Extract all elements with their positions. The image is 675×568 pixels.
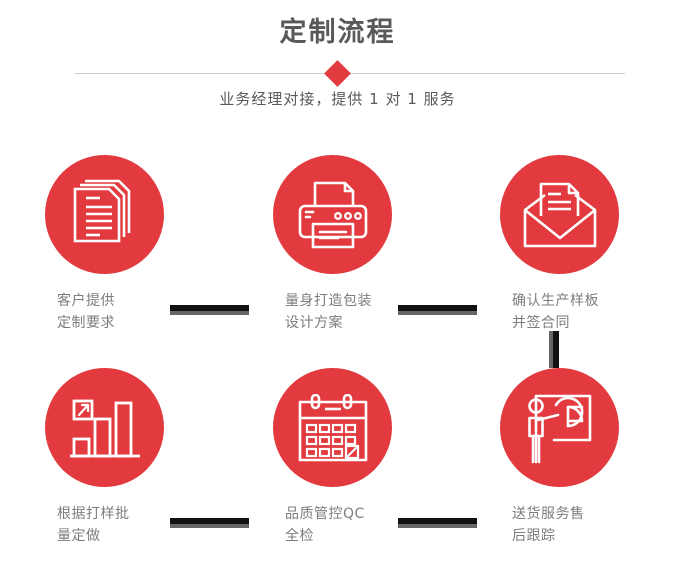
flow-step-1[interactable]: 客户提供 定制要求 bbox=[35, 155, 225, 355]
connector-bar-light bbox=[398, 524, 477, 528]
connector-bar-dark bbox=[170, 518, 249, 524]
calendar-check-icon bbox=[298, 393, 367, 461]
connector-bar-dark bbox=[170, 305, 249, 311]
connector-bar-dark bbox=[553, 331, 559, 368]
step-5-icon-circle[interactable] bbox=[273, 368, 392, 487]
step-4-icon-circle[interactable] bbox=[45, 368, 164, 487]
step-5-label: 品质管控QC 全检 bbox=[285, 506, 365, 544]
connector-step1-to-step2 bbox=[170, 305, 249, 315]
flow-step-6[interactable]: 送货服务售 后跟踪 bbox=[490, 368, 675, 568]
step-6-label: 送货服务售 后跟踪 bbox=[512, 506, 585, 544]
flow-step-3[interactable]: 确认生产样板 并签合同 bbox=[490, 155, 675, 355]
step-4-label: 根据打样批 量定做 bbox=[57, 506, 130, 544]
presentation-pie-chart-icon bbox=[527, 394, 591, 463]
step-1-icon-circle[interactable] bbox=[45, 155, 164, 274]
process-flow-diagram: 客户提供 定制要求 bbox=[0, 125, 675, 550]
step-1-label: 客户提供 定制要求 bbox=[57, 293, 115, 331]
flow-step-2[interactable]: 量身打造包装 设计方案 bbox=[263, 155, 453, 355]
page-title: 定制流程 bbox=[279, 17, 396, 48]
documents-stack-icon bbox=[73, 179, 130, 242]
connector-bar-dark bbox=[398, 305, 477, 311]
connector-bar-light bbox=[170, 311, 249, 315]
flow-step-4[interactable]: 根据打样批 量定做 bbox=[35, 368, 225, 568]
flow-step-5[interactable]: 品质管控QC 全检 bbox=[263, 368, 453, 568]
step-2-icon-circle[interactable] bbox=[273, 155, 392, 274]
page-subtitle: 业务经理对接，提供 1 对 1 服务 bbox=[219, 90, 456, 108]
bar-chart-growth-icon bbox=[69, 399, 140, 457]
header-section: 定制流程 业务经理对接，提供 1 对 1 服务 bbox=[0, 0, 675, 125]
diamond-marker-icon bbox=[324, 59, 351, 87]
step-2-label: 量身打造包装 设计方案 bbox=[285, 293, 372, 331]
connector-step2-to-step3 bbox=[398, 305, 477, 315]
printer-icon bbox=[298, 181, 367, 248]
step-6-icon-circle[interactable] bbox=[500, 368, 619, 487]
step-3-label: 确认生产样板 并签合同 bbox=[512, 293, 599, 331]
connector-bar-light bbox=[549, 331, 553, 368]
connector-bar-dark bbox=[398, 518, 477, 524]
connector-bar-light bbox=[398, 311, 477, 315]
envelope-letter-icon bbox=[523, 182, 596, 247]
divider bbox=[0, 59, 675, 88]
connector-bar-light bbox=[170, 524, 249, 528]
connector-step3-to-step6 bbox=[549, 331, 559, 368]
connector-step4-to-step5 bbox=[170, 518, 249, 528]
step-3-icon-circle[interactable] bbox=[500, 155, 619, 274]
connector-step5-to-step6 bbox=[398, 518, 477, 528]
